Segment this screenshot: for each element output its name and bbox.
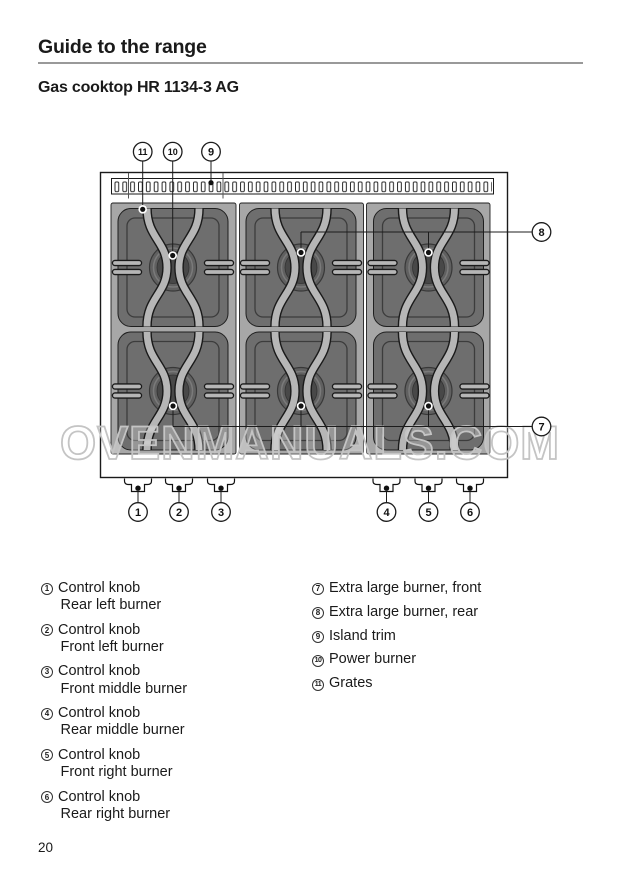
island-trim	[111, 172, 494, 199]
knob-indicators	[123, 477, 485, 504]
legend-sublabel: Rear left burner	[60, 597, 162, 614]
burner-rear-middle	[243, 209, 359, 327]
callout-8: 8	[531, 222, 552, 242]
knob-indicator-5	[414, 477, 443, 504]
legend-label: Extra large burner, rear	[329, 603, 479, 620]
legend-label: Power burner	[329, 651, 417, 668]
svg-text:8: 8	[538, 227, 544, 239]
legend-sublabel: Front left burner	[60, 638, 164, 655]
legend-item-2: 2 Control knob Front left burner	[41, 622, 296, 656]
svg-text:11: 11	[138, 147, 148, 157]
callout-7: 7	[531, 416, 552, 437]
legend-sublabel: Front right burner	[60, 764, 173, 781]
legend-num-5: 5	[41, 749, 53, 762]
legend-item-1: 1 Control knob Rear left burner	[41, 580, 296, 614]
svg-text:3: 3	[218, 507, 224, 519]
knob-indicator-2	[164, 477, 194, 504]
callout-1: 1	[128, 502, 148, 522]
burner-rear-right	[371, 209, 487, 327]
legend-item-8: 8 Extra large burner, rear	[312, 604, 592, 620]
callout-9: 9	[201, 141, 221, 162]
legend-column-right: 7 Extra large burner, front 8 Extra large …	[312, 580, 592, 699]
legend-label: Extra large burner, front	[329, 580, 482, 596]
svg-text:10: 10	[168, 147, 178, 157]
legend-label: Control knob	[58, 621, 141, 638]
legend-num-4: 4	[41, 707, 53, 720]
legend-num-9: 9	[312, 630, 324, 643]
legend-num-6: 6	[41, 791, 53, 804]
knob-indicator-4	[372, 477, 401, 504]
legend-num-10: 10	[312, 655, 324, 668]
svg-text:7: 7	[538, 421, 544, 433]
knob-indicator-3	[206, 477, 236, 504]
svg-text:2: 2	[176, 507, 182, 519]
legend-num-1: 1	[41, 582, 53, 595]
legend-item-10: 10 Power burner	[312, 651, 592, 668]
svg-text:1: 1	[135, 507, 141, 519]
legend-label: Island trim	[329, 627, 396, 644]
legend-num-8: 8	[312, 606, 324, 619]
legend-sublabel: Rear middle burner	[60, 722, 185, 739]
legend-label: Control knob	[58, 580, 141, 596]
section-subtitle: Gas cooktop HR 1134-3 AG	[38, 79, 239, 96]
legend-label: Control knob	[58, 705, 141, 722]
knob-indicator-1	[123, 477, 153, 504]
callout-4: 4	[376, 502, 397, 522]
callout-6: 6	[460, 502, 480, 522]
legend-item-6: 6 Control knob Rear right burner	[41, 789, 296, 823]
legend-item-7: 7 Extra large burner, front	[312, 580, 592, 596]
legend-sublabel: Front middle burner	[60, 680, 188, 697]
legend-label: Control knob	[58, 746, 141, 763]
legend-sublabel: Rear right burner	[60, 805, 171, 822]
callout-10: 10	[162, 141, 183, 162]
legend-num-7: 7	[312, 583, 324, 595]
cooktop-diagram: OVENMANUALS.COM	[59, 141, 560, 522]
svg-text:5: 5	[425, 507, 431, 519]
legend-num-3: 3	[41, 666, 53, 678]
callout-11: 11	[132, 141, 153, 162]
page-title: Guide to the range	[38, 36, 207, 58]
callout-leader-lines	[138, 161, 532, 427]
legend-label: Control knob	[58, 788, 141, 805]
callout-5: 5	[418, 502, 439, 522]
legend-num-2: 2	[41, 624, 53, 637]
legend-item-3: 3 Control knob Front middle burner	[41, 663, 296, 697]
callout-3: 3	[211, 502, 231, 522]
svg-text:9: 9	[208, 147, 214, 159]
legend-label: Control knob	[58, 663, 141, 680]
legend-item-4: 4 Control knob Rear middle burner	[41, 705, 296, 739]
legend-item-5: 5 Control knob Front right burner	[41, 747, 296, 781]
page-number: 20	[38, 840, 54, 855]
legend-item-9: 9 Island trim	[312, 628, 592, 644]
knob-indicator-6	[455, 477, 485, 504]
watermark: OVENMANUALS.COM	[60, 416, 560, 469]
legend-num-11: 11	[312, 679, 324, 692]
svg-text:6: 6	[467, 507, 473, 519]
svg-text:4: 4	[383, 507, 390, 519]
title-divider	[38, 62, 583, 64]
callout-2: 2	[169, 502, 189, 522]
legend-label: Grates	[329, 675, 373, 692]
legend-item-11: 11 Grates	[312, 675, 592, 692]
vent-slots	[113, 178, 492, 194]
